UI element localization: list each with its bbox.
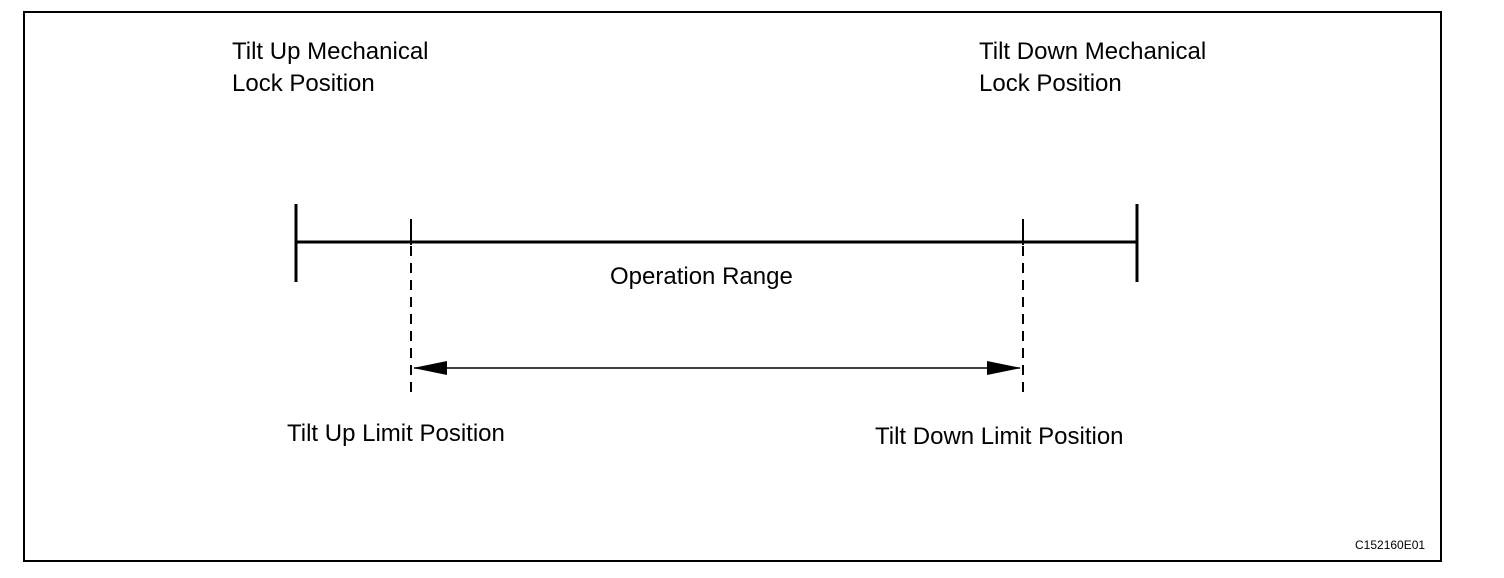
- tilt-up-mechanical-lock-label-line1: Tilt Up Mechanical: [232, 38, 429, 65]
- diagram-frame: [23, 11, 1442, 562]
- figure-code-label: C152160E01: [1355, 538, 1426, 552]
- operation-range-label: Operation Range: [610, 263, 793, 290]
- tilt-down-mechanical-lock-label-line2: Lock Position: [979, 70, 1122, 97]
- tilt-up-limit-label: Tilt Up Limit Position: [287, 420, 505, 447]
- tilt-up-mechanical-lock-label-line2: Lock Position: [232, 70, 375, 97]
- tilt-down-mechanical-lock-label: Tilt Down Mechanical Lock Position: [979, 36, 1206, 100]
- tilt-down-limit-label: Tilt Down Limit Position: [875, 423, 1124, 450]
- tilt-up-mechanical-lock-label: Tilt Up Mechanical Lock Position: [232, 36, 429, 100]
- tilt-down-mechanical-lock-label-line1: Tilt Down Mechanical: [979, 38, 1207, 65]
